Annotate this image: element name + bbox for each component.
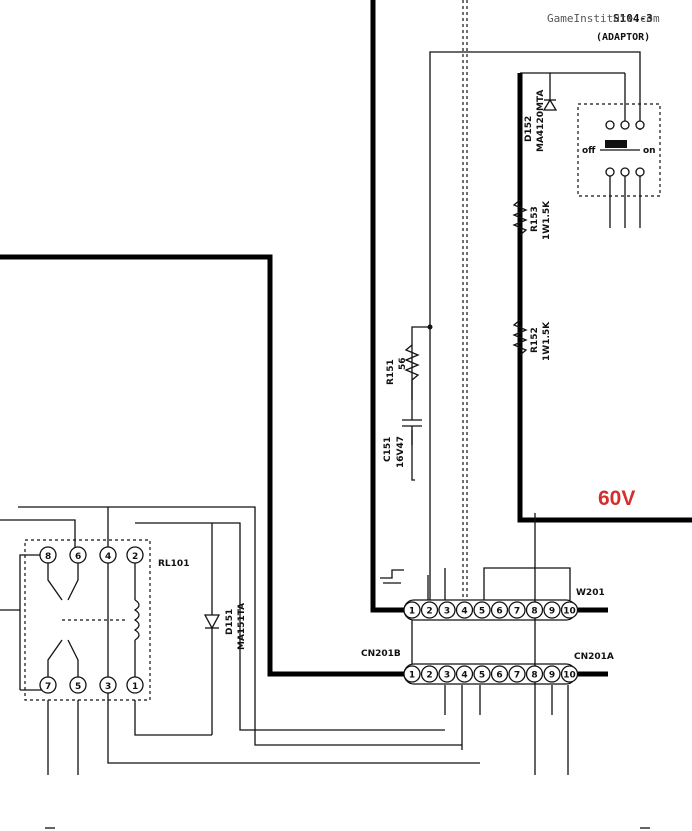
cn201a-pin-1-circle: [403, 665, 421, 683]
cn201b-pin-4: 4: [461, 607, 467, 617]
cn201a-pin-7-circle: [508, 665, 526, 683]
connector-cn201a-row: 1 2 3 4 5 6 7 8 9 10: [403, 663, 579, 685]
r152-ref: R152: [530, 327, 540, 353]
cn201a-pin-9-circle: [543, 665, 561, 683]
thick-traces: [0, 0, 692, 677]
relay-pin-5: 5: [75, 682, 81, 692]
cn201b-pin-9-circle: [543, 601, 561, 619]
cn201b-pin-10-circle: [560, 601, 579, 619]
cn201b-pin-2-circle: [420, 601, 439, 619]
relay-pin-2: 2: [132, 552, 138, 562]
d151-part: MA151TA: [237, 603, 247, 650]
cn201a-label: CN201A: [574, 652, 614, 662]
cn201a-pin-6-circle: [490, 665, 509, 683]
cn201b-pin-7: 7: [514, 607, 520, 617]
cn201a-pin-8-circle: [525, 665, 544, 683]
cn201b-pin-3-circle: [438, 601, 456, 619]
d152-ref: D152: [524, 116, 534, 142]
r151-value: 56: [398, 357, 408, 370]
cn201b-pin-1-circle: [403, 601, 421, 619]
cn201b-pin-6-circle: [490, 601, 509, 619]
cn201a-pin-10: 10: [563, 671, 576, 681]
cn201a-pin-1: 1: [409, 671, 415, 681]
cn201a-pin-10-circle: [560, 665, 579, 683]
w201-label: W201: [576, 588, 605, 598]
cn201a-pin-2: 2: [426, 671, 432, 681]
cn201b-pin-7-circle: [508, 601, 526, 619]
r151-ref: R151: [386, 359, 396, 385]
resistor-r153: R153 1W1.5K: [512, 199, 552, 240]
cn201a-pin-5-circle: [473, 665, 491, 683]
cn201b-pin-9: 9: [549, 607, 555, 617]
cn201b-pin-4-circle: [455, 601, 474, 619]
cn201b-pin-5: 5: [479, 607, 485, 617]
relay-pin-6: 6: [75, 552, 81, 562]
cn201b-pin-2: 2: [426, 607, 432, 617]
relay-ref: RL101: [158, 559, 189, 569]
cn201a-pin-3-circle: [438, 665, 456, 683]
relay-pin-8: 8: [45, 552, 51, 562]
cn201a-pin-9: 9: [549, 671, 555, 681]
cn201a-pin-4-circle: [455, 665, 474, 683]
watermark: GameInstitute.com: [547, 12, 660, 25]
cn201a-pin-3: 3: [444, 671, 450, 681]
diode-d151: D151 MA151TA: [203, 603, 247, 650]
relay-pin-1: 1: [132, 682, 138, 692]
connector-cn201b-row: 1 2 3 4 5 6 7 8 9 10: [403, 599, 579, 621]
r153-ref: R153: [530, 206, 540, 232]
d151-ref: D151: [225, 609, 235, 635]
cn201a-pin-7: 7: [514, 671, 520, 681]
switch-name-label: (ADAPTOR): [596, 32, 650, 43]
cn201b-pin-5-circle: [473, 601, 491, 619]
d152-part: MA4120MTA: [536, 90, 546, 152]
c151-ref: C151: [383, 437, 393, 462]
switch-on-label: on: [643, 146, 656, 156]
cn201b-pin-6: 6: [496, 607, 502, 617]
resistor-r151: R151 56: [386, 324, 433, 400]
cn201b-pin-8: 8: [531, 607, 537, 617]
cn201a-pin-6: 6: [496, 671, 502, 681]
cn201a-pin-5: 5: [479, 671, 485, 681]
relay-pin-4: 4: [105, 552, 111, 562]
cn201b-pin-3: 3: [444, 607, 450, 617]
resistor-r152: R152 1W1.5K: [512, 319, 552, 361]
c151-value: 16V47: [396, 436, 406, 468]
cn201b-label: CN201B: [361, 649, 401, 659]
voltage-60v-label: 60V: [598, 487, 635, 510]
diode-d152: D152 MA4120MTA: [524, 90, 558, 152]
relay-pin-7: 7: [45, 682, 51, 692]
relay-pin-3: 3: [105, 682, 111, 692]
relay-rl101: 8 6 4 2 7 5 3 1 RL101: [24, 539, 189, 701]
capacitor-c151: C151 16V47: [383, 400, 422, 468]
r153-value: 1W1.5K: [542, 200, 552, 240]
switch-off-label: off: [582, 146, 596, 156]
switch-ref-label: S104-3: [613, 12, 653, 25]
r152-value: 1W1.5K: [542, 321, 552, 361]
cn201a-pin-4: 4: [461, 671, 467, 681]
cn201a-pin-8: 8: [531, 671, 537, 681]
cn201b-pin-10: 10: [563, 607, 576, 617]
cn201b-pin-1: 1: [409, 607, 415, 617]
switch-s104-3: off on S104-3 (ADAPTOR): [577, 12, 661, 228]
cn201b-pin-8-circle: [525, 601, 544, 619]
cn201a-pin-2-circle: [420, 665, 439, 683]
